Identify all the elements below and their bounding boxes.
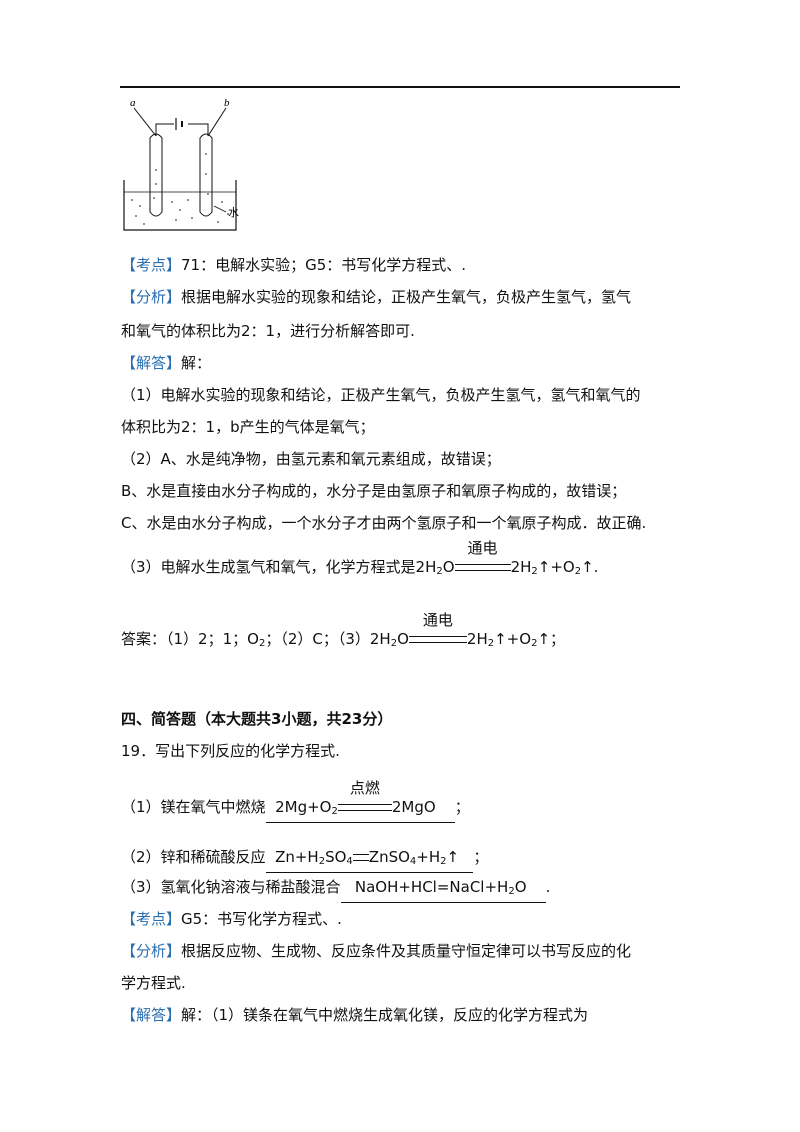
kaodian-line-2: 【考点】G5：书写化学方程式、. [121,910,342,928]
jieda-line-1: 【解答】解： [121,352,211,374]
jieda-tag: 【解答】 [121,354,182,372]
equation-reactant: 2H2O [415,558,455,577]
fenxi-line-1: 【分析】根据电解水实验的现象和结论，正极产生氧气，负极产生氢气，氢气 [121,286,631,308]
jieda-text: 解： [181,354,212,372]
figure-label-a: a [130,97,136,109]
electrolysis-apparatus-figure: a b 水 [123,97,239,231]
kaodian-line-1: 【考点】71：电解水实验；G5：书写化学方程式、. [121,254,466,276]
equation-products: 2H2↑+O2↑. [510,558,599,577]
answer-part1-line2: 体积比为2：1，b产生的气体是氧气； [121,418,375,436]
answer-partB-line: B、水是直接由水分子构成的，水分子是由氢原子和氧原子构成的，故错误； [121,482,627,500]
fenxi-line-2: 和氧气的体积比为2：1，进行分析解答即可. [121,322,415,340]
answer-summary-mid: ；（2）C；（3） [265,630,370,648]
header-rule [120,86,680,88]
fenxi2-line-2: 学方程式. [121,974,186,992]
part3-prefix: （3）电解水生成氢气和氧气，化学方程式是 [121,558,416,576]
answer-partC-line: C、水是由水分子构成，一个水分子才由两个氢原子和一个氧原子构成．故正确. [121,514,647,532]
equation-arrow: 通电 [454,539,511,578]
fenxi2-line-1: 【分析】根据反应物、生成物、反应条件及其质量守恒定律可以书写反应的化 [121,942,632,960]
answer-equation-arrow: 通电 [408,611,467,650]
figure-label-water: 水 [228,206,239,219]
jieda2-line-1: 【解答】解：（1）镁条在氧气中燃烧生成氧化镁，反应的化学方程式为 [121,1006,589,1024]
section-title: 四、简答题（本大题共3小题，共23分） [121,710,393,728]
answer-part3-line: （3）电解水生成氢气和氧气，化学方程式是2H2O 通电 2H2↑+O2↑. [121,539,599,583]
question-19: 19．写出下列反应的化学方程式. [121,742,340,760]
q19-part3-line: （3）氢氧化钠溶液与稀盐酸混合 NaOH+HCl=NaCl+H2O . [121,876,550,903]
fenxi-tag: 【分析】 [121,288,182,306]
answer-part2-line: （2）A、水是纯净物，由氢元素和氧元素组成，故错误； [121,450,501,468]
kaodian-tag: 【考点】 [121,256,182,274]
fenxi-text: 根据电解水实验的现象和结论，正极产生氧气，负极产生氢气，氢气 [181,288,632,306]
q19-part3-answer: NaOH+HCl=NaCl+H2O [340,877,546,903]
answer-part1-line1: （1）电解水实验的现象和结论，正极产生氧气，负极产生氢气，氢气和氧气的 [121,386,641,404]
figure-label-b: b [224,97,230,109]
kaodian-text: 71：电解水实验；G5：书写化学方程式、. [181,256,467,274]
answer-summary-prefix: 答案：（1）2；1；O [121,630,259,648]
equation-condition: 通电 [467,539,498,557]
